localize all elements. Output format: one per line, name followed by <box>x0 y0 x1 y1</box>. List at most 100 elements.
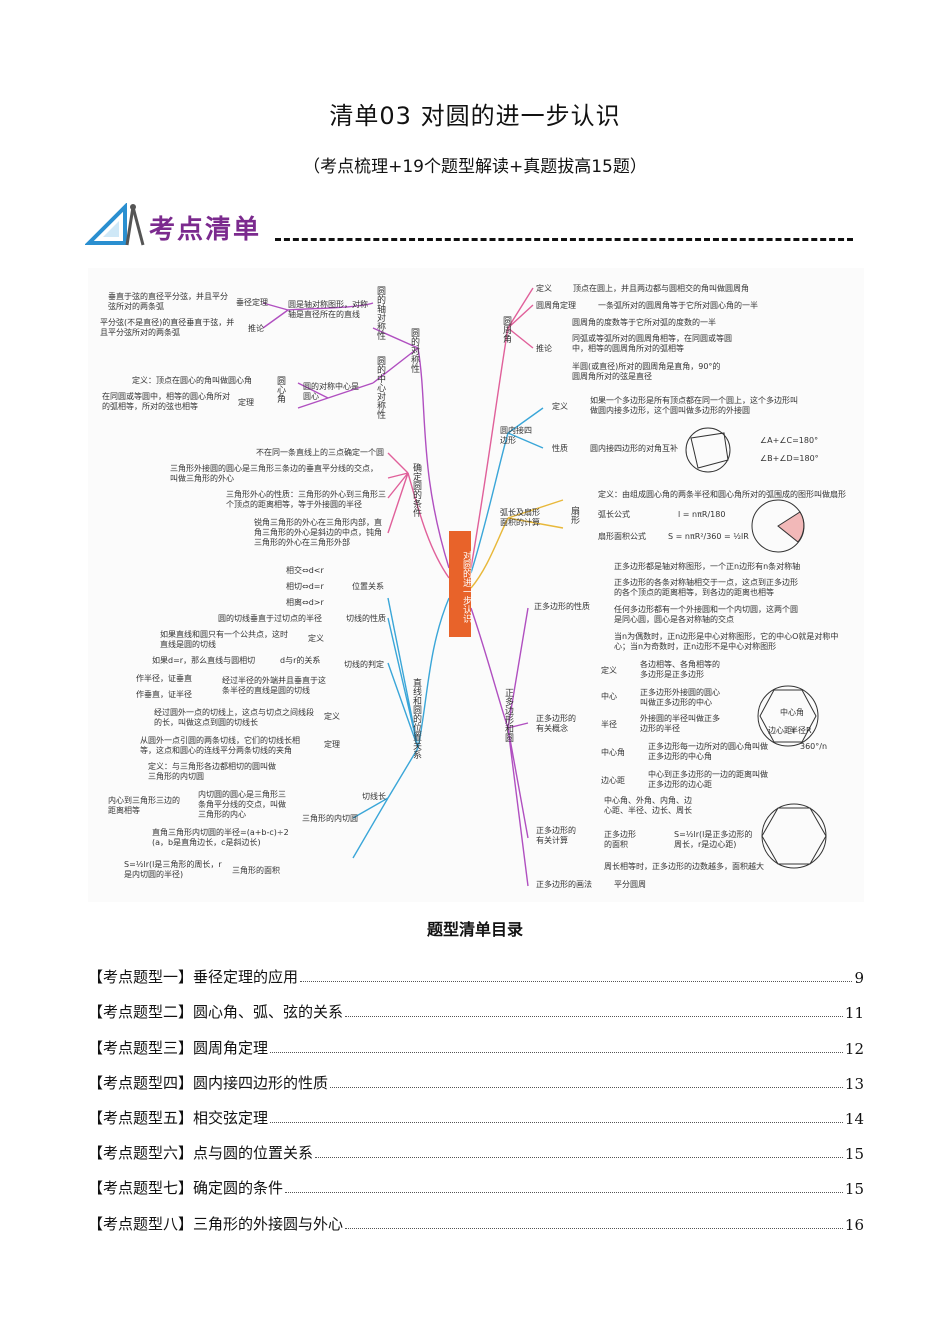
toc-item-page: 15 <box>844 1180 864 1199</box>
node-calc-cmp: 周长相等时，正多边形的边数越多，面积越大 <box>604 862 764 871</box>
node-inscribed: 圆周角 <box>501 316 511 343</box>
toc-leader <box>330 1086 843 1088</box>
toc-item-label: 【考点题型一】垂径定理的应用 <box>88 968 299 987</box>
node-arc: 弧长及扇形面积的计算 <box>500 508 540 527</box>
node-tan-prop: 切线的性质 <box>346 614 386 623</box>
toc-leader <box>345 1016 843 1018</box>
node-c-def-text: 各边相等、各角相等的多边形是正多边形 <box>640 660 720 679</box>
node-c-center-text: 正多边形外接圆的圆心叫做正多边形的中心 <box>640 688 720 707</box>
node-quad-prop-text: 圆内接四边形的对角互补 <box>590 444 678 453</box>
node-area-f: 扇形面积公式 <box>598 532 646 541</box>
node-pos3: 相离⇔d>r <box>286 598 324 607</box>
mind-map: 对圆的进一步认识 圆的对称性 圆的轴对称性 圆是轴对称图形，对称轴是直径所在的直… <box>88 268 864 902</box>
node-ins-inf1: 圆周角的度数等于它所对弧的度数的一半 <box>572 318 716 327</box>
node-def-text: 如果直线和圆只有一个公共点，这时直线是圆的切线 <box>160 630 288 649</box>
node-quad-def-text: 如果一个多边形是所有顶点都在同一个圆上，这个多边形叫做圆内接多边形，这个圆叫做多… <box>590 396 798 415</box>
node-line: 直线和圆的位置关系 <box>411 678 421 759</box>
node-c-angle: 中心角 <box>601 748 625 757</box>
toc-item[interactable]: 【考点题型四】圆内接四边形的性质 13 <box>88 1058 864 1093</box>
node-proof2: 作垂直，证半径 <box>136 690 192 699</box>
toc-item-label: 【考点题型四】圆内接四边形的性质 <box>88 1073 329 1092</box>
toc-leader <box>285 1192 843 1194</box>
toc-item-label: 【考点题型七】确定圆的条件 <box>88 1179 284 1198</box>
node-central-def: 圆的对称中心是圆心 <box>303 382 359 401</box>
node-area-fx: S = nπR²/360 = ½lR <box>668 532 749 541</box>
node-calc-area-f: S=½lr(l是正多边形的周长，r是边心距) <box>674 830 753 849</box>
toc-heading: 题型清单目录 <box>426 920 523 939</box>
node-perp-text: 垂直于弦的直径平分弦，并且平分弦所对的两条弧 <box>108 292 228 311</box>
node-draw-text: 平分圆周 <box>614 880 646 889</box>
node-det2: 三角形外接圆的圆心是三角形三条边的垂直平分线的交点，叫做三角形的外心 <box>170 464 378 483</box>
node-ins-inf: 推论 <box>536 344 552 353</box>
node-def2: 定义 <box>324 712 340 721</box>
node-pos1: 相交⇔d<r <box>286 566 324 575</box>
node-pp3: 任何多边形都有一个外接圆和一个内切圆，这两个圆是同心圆，圆心是各对称轴的交点 <box>614 605 798 624</box>
node-pp4: 当n为偶数时，正n边形是中心对称图形，它的中心O就是对称中心；当n为奇数时，正n… <box>614 632 839 651</box>
ruler-compass-icon <box>84 202 145 246</box>
section-banner: 考点清单 <box>84 202 855 253</box>
node-quad: 圆内接四边形 <box>500 426 532 445</box>
node-inc-dist: 内心到三角形三边的距离相等 <box>108 796 180 815</box>
node-calc-text: 中心角、外角、内角、边心距、半径、边长、周长 <box>604 796 692 815</box>
toc-item-label: 【考点题型六】点与圆的位置关系 <box>88 1144 314 1163</box>
node-inc-def: 定义：与三角形各边都相切的圆叫做三角形的内切圆 <box>148 762 276 781</box>
banner-label: 考点清单 <box>149 215 262 245</box>
node-angle-def: 定义：顶点在圆心的角叫做圆心角 <box>132 376 252 385</box>
node-ins-def-text: 顶点在圆上，并且两边都与圆相交的角叫做圆周角 <box>573 284 749 293</box>
toc-item[interactable]: 【考点题型七】确定圆的条件 15 <box>88 1163 864 1198</box>
node-dr: d与r的关系 <box>280 656 321 665</box>
node-concept: 正多边形的有关概念 <box>536 714 576 733</box>
node-inc-area: 三角形的面积 <box>232 866 280 875</box>
toc-item-page: 15 <box>844 1145 864 1164</box>
node-arc-f: 弧长公式 <box>598 510 630 519</box>
node-c-center: 中心 <box>601 692 617 701</box>
node-sector: 扇形 <box>569 506 579 524</box>
node-poly: 正多边形和圆 <box>503 688 513 742</box>
node-determine: 确定圆的条件 <box>411 463 421 517</box>
toc-leader <box>270 1051 843 1053</box>
node-fig-apo: 边心距r <box>768 726 796 735</box>
node-infer-text: 平分弦(不是直径)的直径垂直于弦，并且平分弦所对的两条弧 <box>100 318 235 337</box>
node-arc-fx: l = nπR/180 <box>678 510 726 519</box>
node-central: 圆的中心对称性 <box>375 356 385 419</box>
node-c-def: 定义 <box>601 666 617 675</box>
node-tan-len-thm: 从圆外一点引圆的两条切线，它们的切线长相等，这点和圆心的连线平分两条切线的夹角 <box>140 736 300 755</box>
node-poly-prop: 正多边形的性质 <box>534 602 590 611</box>
toc-leader <box>270 1121 843 1123</box>
toc-item[interactable]: 【考点题型六】点与圆的位置关系 15 <box>88 1128 864 1163</box>
toc-leader <box>300 981 853 983</box>
node-theorem-text: 在同圆或等圆中，相等的圆心角所对的弧相等，所对的弦也相等 <box>102 392 230 411</box>
node-c-angle-f: 360°/n <box>800 742 828 751</box>
node-det4: 锐角三角形的外心在三角形内部，直角三角形的外心是斜边的中点，钝角三角形的外心在三… <box>254 518 382 547</box>
node-symmetry: 圆的对称性 <box>409 328 419 373</box>
node-ins-thm-text: 一条弧所对的圆周角等于它所对圆心角的一半 <box>598 301 758 310</box>
node-draw: 正多边形的画法 <box>536 880 592 889</box>
node-pp2: 正多边形的各条对称轴相交于一点，这点到正多边形的各个顶点的距离相等，到各边的距离… <box>614 578 798 597</box>
node-det3: 三角形外心的性质：三角形的外心到三角形三个顶点的距离相等，等于外接圆的半径 <box>226 490 386 509</box>
node-quad-prop: 性质 <box>552 444 568 453</box>
node-ins-def: 定义 <box>536 284 552 293</box>
node-proof1: 作半径，证垂直 <box>136 674 192 683</box>
node-theorem2: 定理 <box>324 740 340 749</box>
banner-divider <box>275 238 853 241</box>
node-quad-f1: ∠A+∠C=180° <box>760 436 819 445</box>
node-pp1: 正多边形都是轴对称图形，一个正n边形有n条对称轴 <box>614 562 801 571</box>
node-theorem: 定理 <box>238 398 254 407</box>
node-sector-def: 定义：由组成圆心角的两条半径和圆心角所对的弧围成的图形叫做扇形 <box>598 490 846 499</box>
toc-item-page: 13 <box>844 1074 864 1093</box>
toc-item-page: 14 <box>844 1109 864 1128</box>
node-calc: 正多边形的有关计算 <box>536 826 576 845</box>
node-ins-inf3: 半圆(或直径)所对的圆周角是直角，90°的圆周角所对的弦是直径 <box>572 362 721 381</box>
toc-item-page: 16 <box>844 1215 864 1234</box>
page-title: 清单03 对圆的进一步认识 <box>329 102 621 130</box>
node-quad-f2: ∠B+∠D=180° <box>760 454 819 463</box>
toc-item-label: 【考点题型三】圆周角定理 <box>88 1038 269 1057</box>
node-perp: 垂径定理 <box>236 298 268 307</box>
node-quad-def: 定义 <box>552 402 568 411</box>
